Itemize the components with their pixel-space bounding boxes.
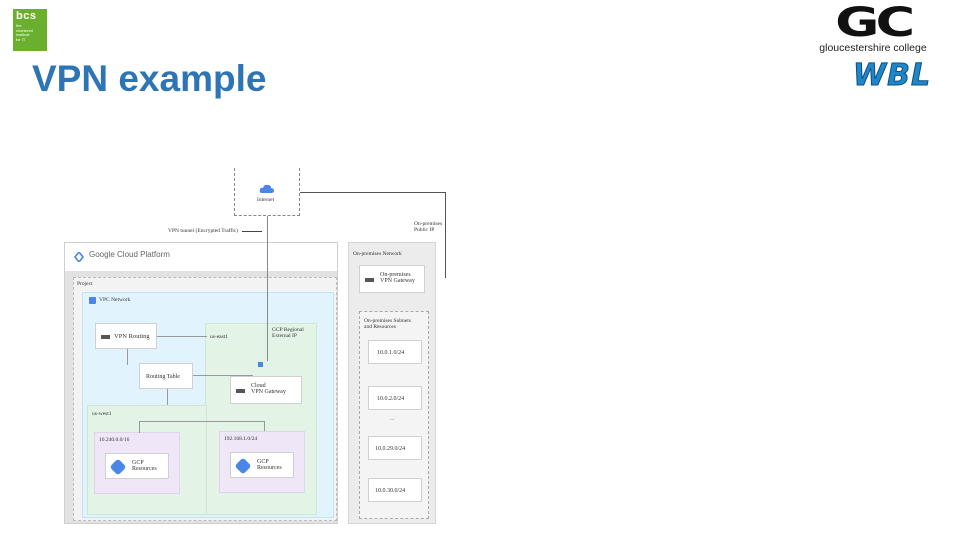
gcp-resources-b-label: GCP Resources <box>257 459 282 471</box>
bcs-logo: bcs the chartered institute for IT <box>13 9 47 51</box>
gcp-resources-a-icon <box>109 458 127 476</box>
gc-logo-mark: GC <box>835 0 915 46</box>
onprem-subnet-3: 10.0.29.0/24 <box>368 436 422 460</box>
region-west-box: us-west1 10.240.0.0/16 GCP Resources <box>87 405 207 515</box>
subnet-b-box: 192.168.1.0/24 GCP Resources <box>219 431 305 493</box>
gcp-resources-b-box: GCP Resources <box>230 452 294 478</box>
vpn-diagram: Internet VPN tunnel (Encrypted Traffic) … <box>62 168 450 526</box>
vpc-label: VPC Network <box>99 297 131 303</box>
vpn-tunnel-label: VPN tunnel (Encrypted Traffic) <box>168 228 239 234</box>
cloud-vpn-gateway-label: Cloud VPN Gateway <box>251 383 286 395</box>
onprem-subnets-box: On-premises Subnets and Resources 10.0.1… <box>359 311 429 519</box>
vpc-box: VPC Network VPN Routing us-east1 GCP Reg… <box>82 292 334 518</box>
subnet-a-label: 10.240.0.0/16 <box>99 437 130 443</box>
external-ip-marker <box>258 362 263 367</box>
region-west-label: us-west1 <box>92 411 112 417</box>
internet-label: Internet <box>257 197 275 203</box>
gcp-resources-b-icon <box>234 457 252 475</box>
onprem-network-box: On-premises Network On-premises VPN Gate… <box>348 242 436 524</box>
onprem-vpn-gateway-label: On-premises VPN Gateway <box>380 272 415 284</box>
onprem-subnet-1: 10.0.1.0/24 <box>368 340 422 364</box>
vpn-routing-box: VPN Routing <box>95 323 157 349</box>
routing-table-label: Routing Table <box>146 374 180 380</box>
bcs-logo-mark: bcs <box>16 10 37 22</box>
wbl-logo: WBL <box>852 58 932 94</box>
onprem-subnets-ellipsis: ... <box>390 416 395 422</box>
gcp-platform-box: Google Cloud Platform Project VPC Networ… <box>64 242 338 524</box>
gcp-title: Google Cloud Platform <box>89 250 170 259</box>
slide-title: VPN example <box>32 58 267 99</box>
project-box: Project VPC Network VPN Routing us-east1… <box>73 277 337 521</box>
gc-logo-name: gloucestershire college <box>819 42 927 54</box>
gcp-external-ip-label: GCP Regional External IP <box>272 327 304 339</box>
routing-table-box: Routing Table <box>139 363 193 389</box>
region-east-label: us-east1 <box>210 334 229 340</box>
internet-box: Internet <box>234 168 300 216</box>
project-label: Project <box>77 281 93 287</box>
bcs-logo-tagline: the chartered institute for IT <box>16 23 33 42</box>
onprem-public-ip-label: On-premises Public IP <box>414 221 443 233</box>
cloud-vpn-gateway-box: Cloud VPN Gateway <box>230 376 302 404</box>
onprem-network-label: On-premises Network <box>353 251 402 257</box>
subnet-a-box: 10.240.0.0/16 GCP Resources <box>94 432 180 494</box>
vpn-routing-label: VPN Routing <box>114 333 150 340</box>
gcp-resources-a-box: GCP Resources <box>105 453 169 479</box>
cloud-icon <box>259 184 274 193</box>
gc-logo: GC gloucestershire college <box>808 0 938 54</box>
onprem-subnets-label: On-premises Subnets and Resources <box>364 318 411 330</box>
onprem-vpn-gateway-box: On-premises VPN Gateway <box>359 265 425 293</box>
gcp-resources-a-label: GCP Resources <box>132 460 157 472</box>
onprem-subnet-4: 10.0.30.0/24 <box>368 478 422 502</box>
subnet-b-label: 192.168.1.0/24 <box>224 436 258 442</box>
gcp-logo-icon <box>73 252 85 262</box>
onprem-subnet-2: 10.0.2.0/24 <box>368 386 422 410</box>
